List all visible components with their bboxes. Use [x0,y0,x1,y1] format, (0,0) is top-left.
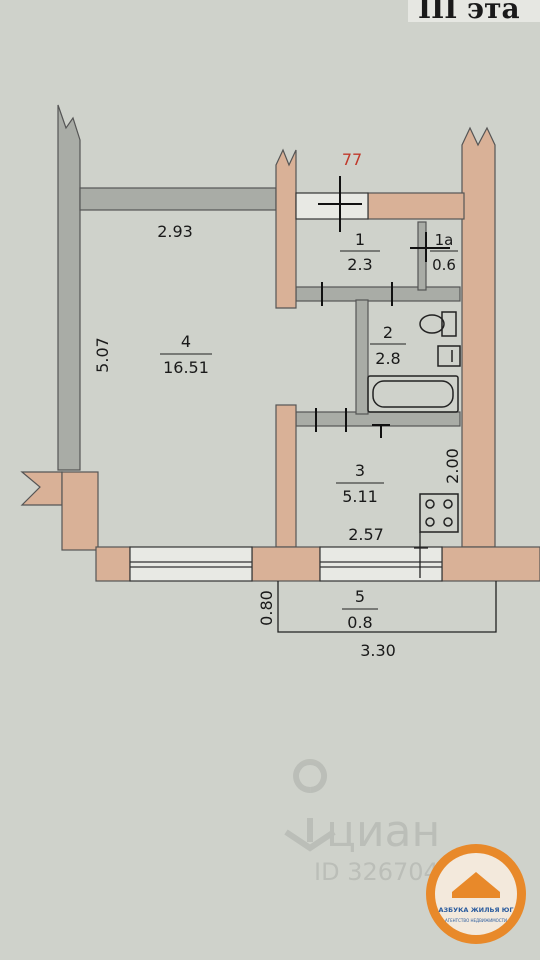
dim-kitchen-depth: 2.00 [443,448,462,484]
bottom-wall-segment-1 [95,546,131,582]
house-icon [452,872,500,898]
windows [129,192,443,582]
watermark: циан ID 326704721 [284,759,485,886]
stove-icon [419,493,459,533]
bottom-left-stub [20,471,63,506]
partition-2-3 [295,411,461,427]
room-5-number: 5 [355,587,365,606]
dim-balcony-depth: 0.80 [257,590,276,626]
top-wall-room4 [79,187,277,211]
apartment-number: 77 [342,150,362,169]
watermark-brand: циан [326,806,440,857]
room-labels: 77 1 2.3 1а 0.6 2 2.8 4 16.51 3 5.11 5 0… [160,150,458,632]
fixtures [367,311,461,533]
dim-room4-length: 5.07 [93,337,112,373]
right-wall [461,126,496,548]
bathroom-wall [355,299,369,415]
central-wall-lower [275,404,297,548]
room-1-number: 1 [355,230,365,249]
dimension-lines [277,532,497,633]
room-4-number: 4 [181,332,191,351]
room-1a-number: 1а [435,231,454,249]
dim-room4-width: 2.93 [157,222,193,241]
room-2-number: 2 [383,323,393,342]
agency-badge: АЗБУКА ЖИЛЬЯ ЮГ АГЕНТСТВО НЕДВИЖИМОСТИ [426,844,526,944]
toilet-icon [419,311,457,337]
sink-icon [437,345,461,367]
gray-walls [57,104,461,471]
door-markers [315,176,450,438]
top-wall-room1 [367,192,465,220]
bathtub-icon [367,375,459,413]
room-4-area: 16.51 [163,358,209,377]
room-1-area: 2.3 [347,255,372,274]
floor-label: III эта [418,0,520,25]
window-room4 [129,546,253,582]
bottom-wall-segment-2 [251,546,321,582]
dimension-labels: 2.93 5.07 2.00 2.57 0.80 3.30 [93,222,462,660]
central-wall-upper [275,148,297,309]
dim-kitchen-width: 2.57 [348,525,384,544]
window-kitchen [319,546,443,582]
dim-balcony-width: 3.30 [360,641,396,660]
vent-opening [295,192,369,220]
header-strip [408,0,540,22]
map-pin-icon [284,759,336,852]
tan-walls [20,126,540,582]
room-5-area: 0.8 [347,613,372,632]
room-3-number: 3 [355,461,365,480]
room-3-area: 5.11 [342,487,378,506]
closet-divider [417,221,427,291]
room-2-area: 2.8 [375,349,400,368]
badge-agency-name: АЗБУКА ЖИЛЬЯ ЮГ [438,906,513,914]
room-1a-area: 0.6 [432,256,456,274]
bottom-wall-segment-3 [441,546,540,582]
left-wall [57,104,81,471]
partition-1-2 [295,286,461,302]
badge-agency-subtitle: АГЕНТСТВО НЕДВИЖИМОСТИ [445,918,507,923]
bottom-left-wall [61,471,99,551]
balcony-outline [277,581,497,633]
